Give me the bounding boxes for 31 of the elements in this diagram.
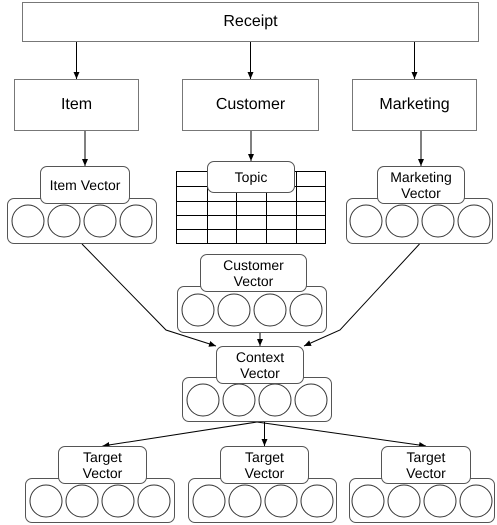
- arrow: [256, 422, 426, 448]
- process-box: Receipt: [22, 2, 479, 42]
- arrow: [74, 42, 80, 80]
- process-box: Marketing: [352, 79, 477, 131]
- vector-label-box: Target Vector: [58, 446, 147, 484]
- arrow: [257, 332, 263, 346]
- vector-container: [25, 478, 175, 523]
- vector-label-box: Context Vector: [216, 346, 304, 384]
- arrow: [82, 130, 88, 166]
- vector-label-box: Marketing Vector: [377, 166, 465, 204]
- process-box: Customer: [182, 79, 319, 131]
- arrow: [248, 42, 254, 80]
- arrow: [248, 130, 254, 162]
- vector-label-box: Target Vector: [220, 446, 309, 484]
- arrow: [412, 42, 418, 80]
- vector-container: [188, 478, 337, 523]
- vector-container: [349, 478, 495, 523]
- arrow: [262, 422, 268, 446]
- arrow: [418, 130, 424, 166]
- vector-container: [177, 286, 327, 333]
- arrow: [304, 244, 420, 346]
- vector-container: [346, 198, 493, 244]
- vector-label-box: Customer Vector: [200, 254, 307, 292]
- arrow: [82, 244, 216, 347]
- vector-label-box: Item Vector: [40, 166, 130, 204]
- arrow: [102, 422, 258, 448]
- vector-label-box: Target Vector: [381, 446, 471, 484]
- vector-label-box: Topic: [207, 161, 295, 193]
- vector-container: [182, 377, 332, 422]
- vector-container: [7, 198, 157, 244]
- process-box: Item: [14, 79, 139, 131]
